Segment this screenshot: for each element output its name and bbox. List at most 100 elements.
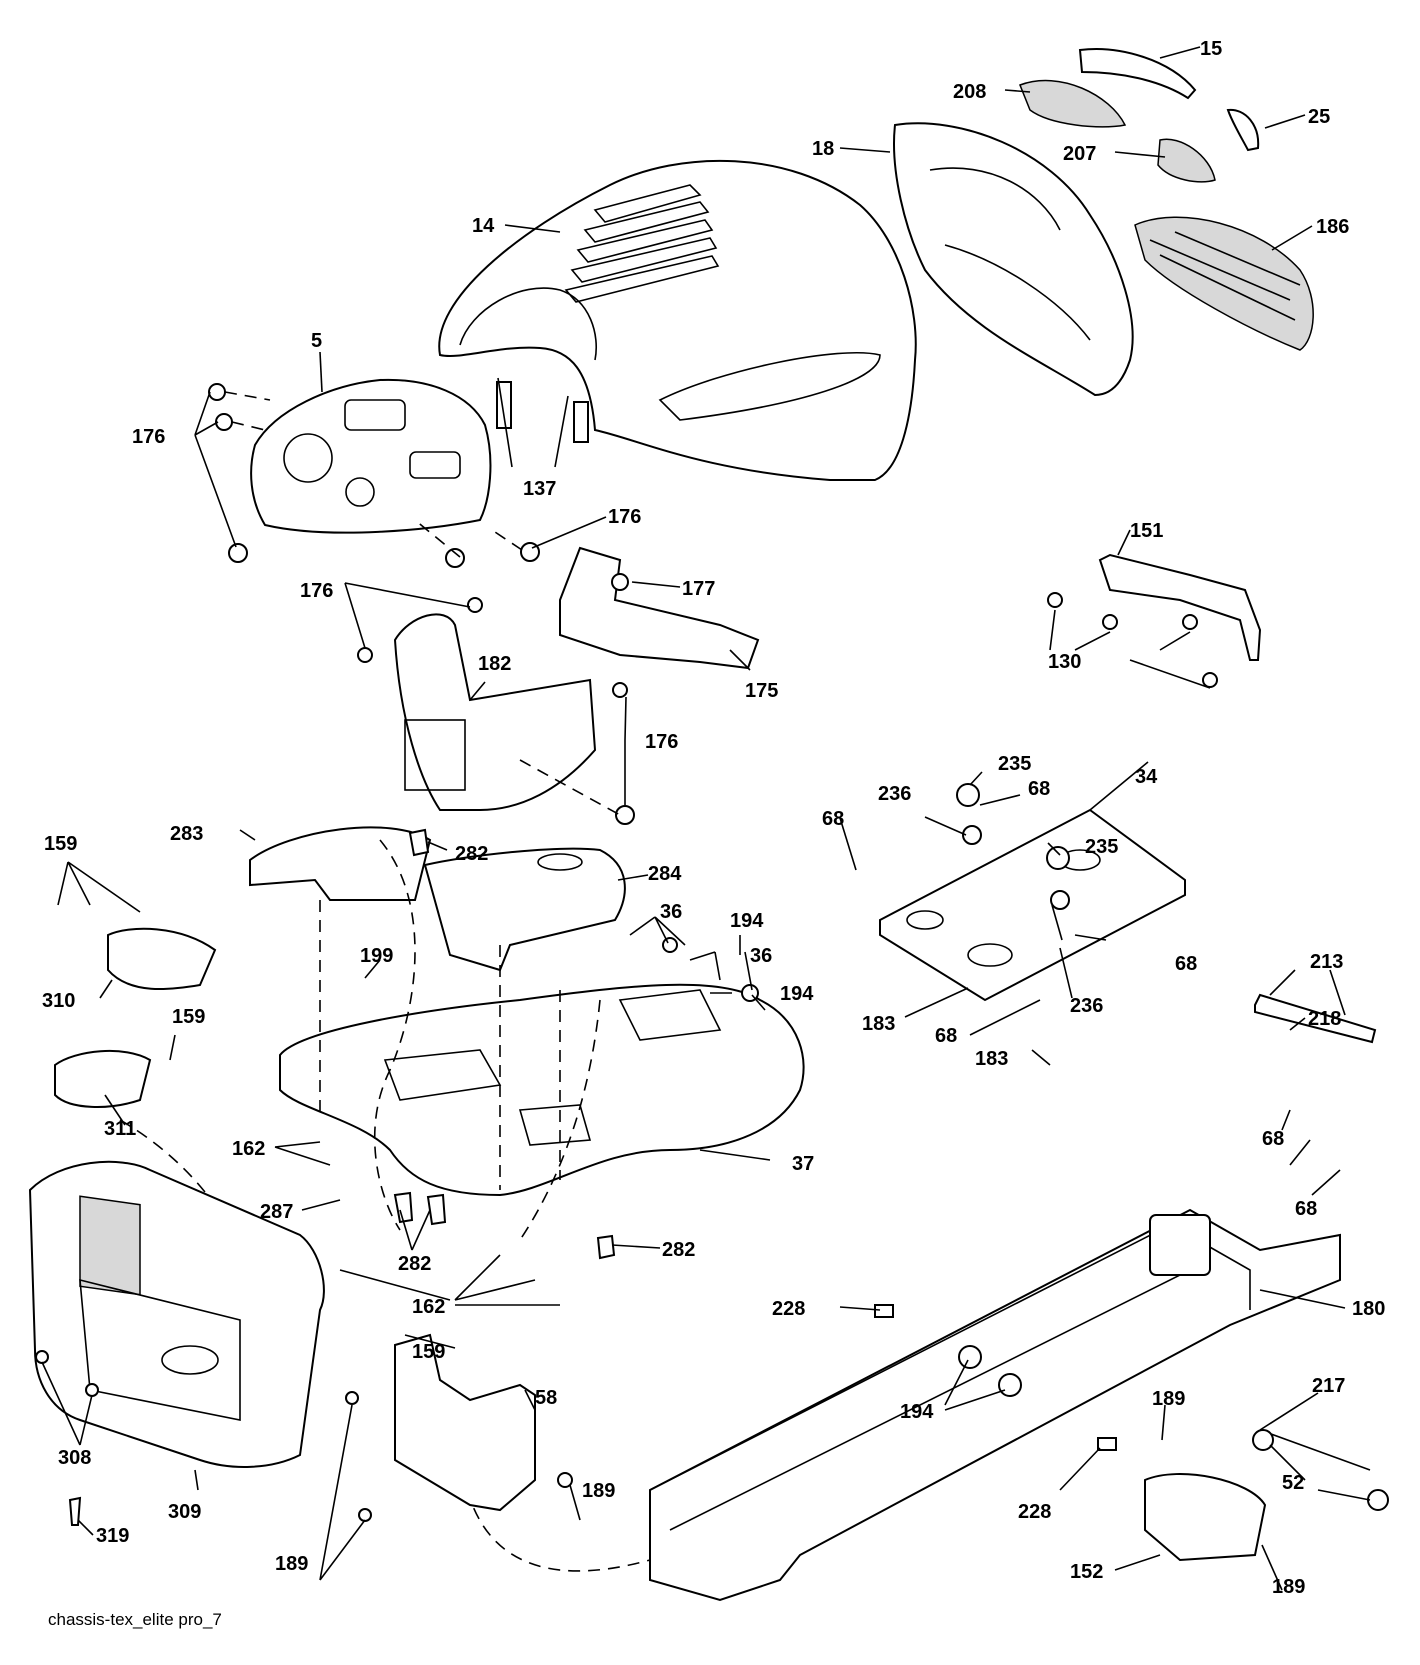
callout-68-lower-right: 68: [1262, 1128, 1284, 1150]
rear-body-part-309: [28, 1160, 325, 1468]
callout-236-low: 236: [1070, 995, 1103, 1017]
guide-line: [373, 839, 416, 1231]
callout-319: 319: [96, 1525, 129, 1547]
callout-217: 217: [1312, 1375, 1345, 1397]
callout-284: 284: [648, 863, 682, 885]
callout-68-left: 68: [822, 808, 844, 830]
bracket-part-218: [1254, 993, 1377, 1044]
callout-236-top: 236: [878, 783, 911, 805]
callout-189-right: 189: [1152, 1388, 1185, 1410]
callout-189-bottom: 189: [1272, 1576, 1305, 1598]
callout-labels: 15 208 25 18 207 14 186 5 176 137 176 15…: [42, 38, 1385, 1598]
callout-162-bottom: 162: [412, 1296, 445, 1318]
frame-part-180: [649, 1208, 1341, 1602]
nut-194: [662, 937, 678, 953]
nut-194: [958, 1345, 982, 1369]
callout-25: 25: [1308, 106, 1330, 128]
clip-282: [393, 1191, 414, 1224]
callout-176-mid: 176: [300, 580, 333, 602]
callout-58: 58: [535, 1387, 557, 1409]
grille-housing-part-18: [893, 122, 1134, 397]
cover-part-152: [1144, 1473, 1267, 1562]
bushing-52: [1252, 1429, 1274, 1451]
callout-130: 130: [1048, 651, 1081, 673]
callout-14: 14: [472, 215, 495, 237]
callout-175: 175: [745, 680, 778, 702]
bracket-part-310: [107, 927, 217, 991]
mounting-plate-part-34: [879, 783, 1186, 1002]
callout-287: 287: [260, 1201, 293, 1223]
callout-235-top: 235: [998, 753, 1031, 775]
callout-159-mid: 159: [172, 1006, 205, 1028]
callout-186: 186: [1316, 216, 1349, 238]
callout-194-mid: 194: [780, 983, 814, 1005]
bushing-52: [1367, 1489, 1389, 1511]
hood-vents: [564, 184, 720, 303]
callout-218: 218: [1308, 1008, 1341, 1030]
callout-152: 152: [1070, 1561, 1103, 1583]
column-cover-part-182: [357, 597, 635, 825]
callout-176-low: 176: [645, 731, 678, 753]
callout-159-left: 159: [44, 833, 77, 855]
clip-282: [426, 1193, 447, 1226]
clip-282: [408, 828, 430, 857]
diagram-caption: chassis-tex_elite pro_7: [48, 1610, 222, 1629]
callout-194-top: 194: [730, 910, 764, 932]
headlight-part-208: [1019, 79, 1127, 128]
clip-319: [68, 1496, 82, 1526]
callout-68-top: 68: [1028, 778, 1050, 800]
bracket-part-175: [559, 546, 760, 670]
callout-36-top: 36: [660, 901, 682, 923]
callout-182: 182: [478, 653, 511, 675]
bracket-part-311: [54, 1050, 152, 1108]
callout-52: 52: [1282, 1472, 1304, 1494]
callout-282-mid: 282: [398, 1253, 431, 1275]
callout-15: 15: [1200, 38, 1222, 60]
callout-310: 310: [42, 990, 75, 1012]
callout-177: 177: [682, 578, 715, 600]
callout-189-mid: 189: [582, 1480, 615, 1502]
callout-282-top: 282: [455, 843, 488, 865]
hood-pad-137-right: [573, 401, 589, 443]
callout-34: 34: [1135, 766, 1158, 788]
callout-208: 208: [953, 81, 986, 103]
cover-part-283: [249, 826, 432, 901]
callout-176-top: 176: [132, 426, 165, 448]
callout-183-left: 183: [862, 1013, 895, 1035]
rod-part-217: [1259, 1429, 1371, 1471]
callout-176-right: 176: [608, 506, 641, 528]
callout-68-right: 68: [1175, 953, 1197, 975]
callout-283: 283: [170, 823, 203, 845]
callout-37: 37: [792, 1153, 814, 1175]
callout-199: 199: [360, 945, 393, 967]
pin-228: [874, 1304, 894, 1318]
guide-line: [459, 1449, 651, 1572]
callout-228-top: 228: [772, 1298, 805, 1320]
cover-part-284: [423, 847, 626, 972]
callout-235-mid: 235: [1085, 836, 1118, 858]
pin-228: [1097, 1437, 1117, 1451]
lens-part-25: [1226, 108, 1260, 152]
callout-68-bottom-right: 68: [1295, 1198, 1317, 1220]
leader-lines: [41, 46, 1371, 1591]
nut-194: [998, 1373, 1022, 1397]
callout-151: 151: [1130, 520, 1163, 542]
fender-part-37: [279, 983, 805, 1197]
callout-311: 311: [104, 1118, 136, 1140]
callout-159-low: 159: [412, 1341, 445, 1363]
bracket-part-58: [345, 1333, 573, 1522]
callout-207: 207: [1063, 143, 1096, 165]
callout-308: 308: [58, 1447, 91, 1469]
callout-162-left: 162: [232, 1138, 265, 1160]
callout-189-left: 189: [275, 1553, 308, 1575]
callout-180: 180: [1352, 1298, 1385, 1320]
headlight-part-207: [1157, 138, 1216, 183]
callout-228-low: 228: [1018, 1501, 1051, 1523]
dash-panel-part-5: [250, 378, 492, 534]
grille-part-186: [1134, 216, 1314, 351]
bracket-part-151: [1047, 553, 1262, 688]
clip-282: [596, 1234, 616, 1260]
callout-194-low: 194: [900, 1401, 934, 1423]
